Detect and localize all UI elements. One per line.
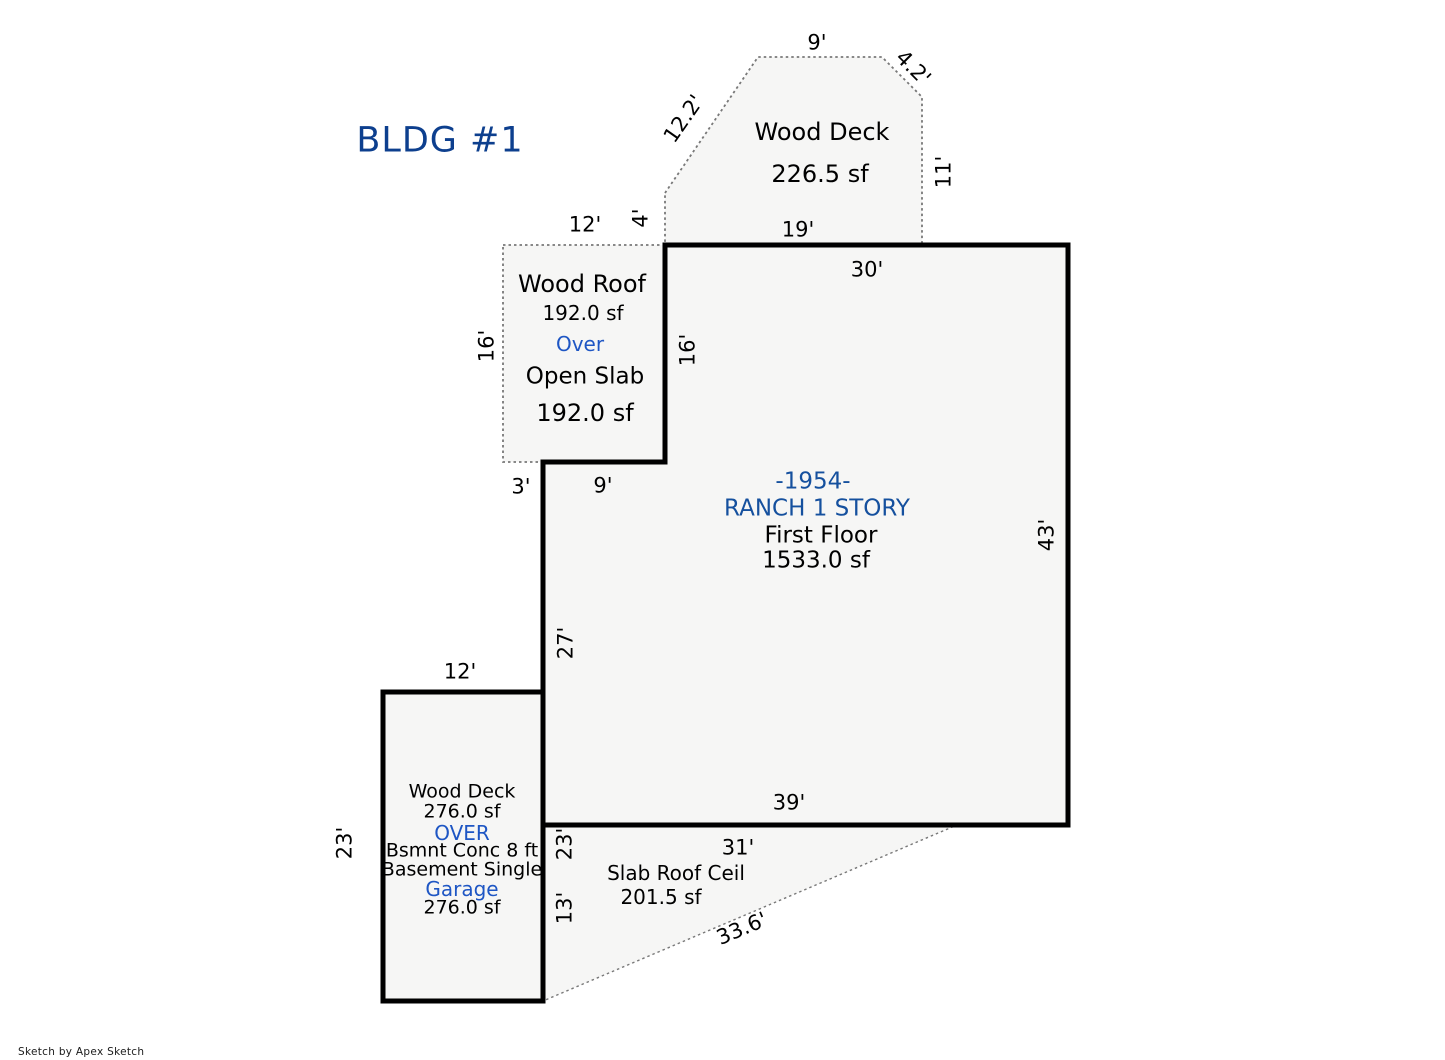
house-dim-notch-bottom: 9'	[593, 473, 613, 498]
garage-name: Garage	[425, 877, 499, 901]
wood-roof-dim-left: 16'	[474, 329, 499, 363]
garage-dim-left: 23'	[332, 826, 357, 860]
wood-roof-dim-top: 12'	[568, 212, 602, 237]
wood-roof-over-label: Over	[555, 332, 605, 356]
top-deck-dim-right: 11'	[931, 155, 956, 189]
slab-dim-left: 13'	[552, 891, 577, 925]
garage-deck-name: Wood Deck	[408, 780, 516, 803]
house-area: 1533.0 sf	[762, 547, 870, 574]
top-deck-name: Wood Deck	[754, 118, 890, 146]
house-dim-right: 43'	[1034, 518, 1059, 552]
garage-basement-line1: Bsmnt Conc 8 ft	[385, 839, 539, 862]
wood-roof-under-name: Open Slab	[525, 363, 645, 390]
slab-dim-top: 31'	[721, 835, 755, 860]
house-dim-notch-left: 3'	[511, 474, 531, 499]
house-dim-left: 27'	[553, 626, 578, 660]
garage-dim-top: 12'	[443, 659, 477, 684]
house-year: -1954-	[775, 468, 851, 495]
house-dim-bottom: 39'	[772, 790, 806, 815]
house-style: RANCH 1 STORY	[724, 495, 910, 522]
top-deck-dim-top: 9'	[807, 30, 827, 55]
wood-roof-name: Wood Roof	[518, 270, 646, 298]
garage-basement-line2: Basement Single	[381, 858, 543, 881]
garage-shape	[380, 689, 546, 1004]
garage-deck-area: 276.0 sf	[423, 800, 501, 823]
wood-roof-under-area: 192.0 sf	[536, 399, 634, 427]
slab-area: 201.5 sf	[620, 885, 702, 909]
garage-dim-right: 23'	[552, 827, 577, 861]
top-deck-area: 226.5 sf	[771, 160, 869, 188]
wood-roof-area: 192.0 sf	[542, 301, 624, 325]
garage-area: 276.0 sf	[423, 896, 501, 919]
top-deck-dim-left: 4'	[628, 208, 653, 228]
wood-roof-shape	[502, 244, 666, 463]
house-floor-label: First Floor	[764, 522, 878, 549]
watermark: Sketch by Apex Sketch	[18, 1046, 145, 1058]
garage-over-label: OVER	[434, 821, 490, 845]
slab-name: Slab Roof Ceil	[607, 861, 745, 885]
house-dim-upper-left: 16'	[675, 333, 700, 367]
building-title: BLDG #1	[356, 120, 524, 161]
top-deck-dim-bottom: 19'	[781, 217, 815, 242]
house-dim-top: 30'	[850, 257, 884, 282]
